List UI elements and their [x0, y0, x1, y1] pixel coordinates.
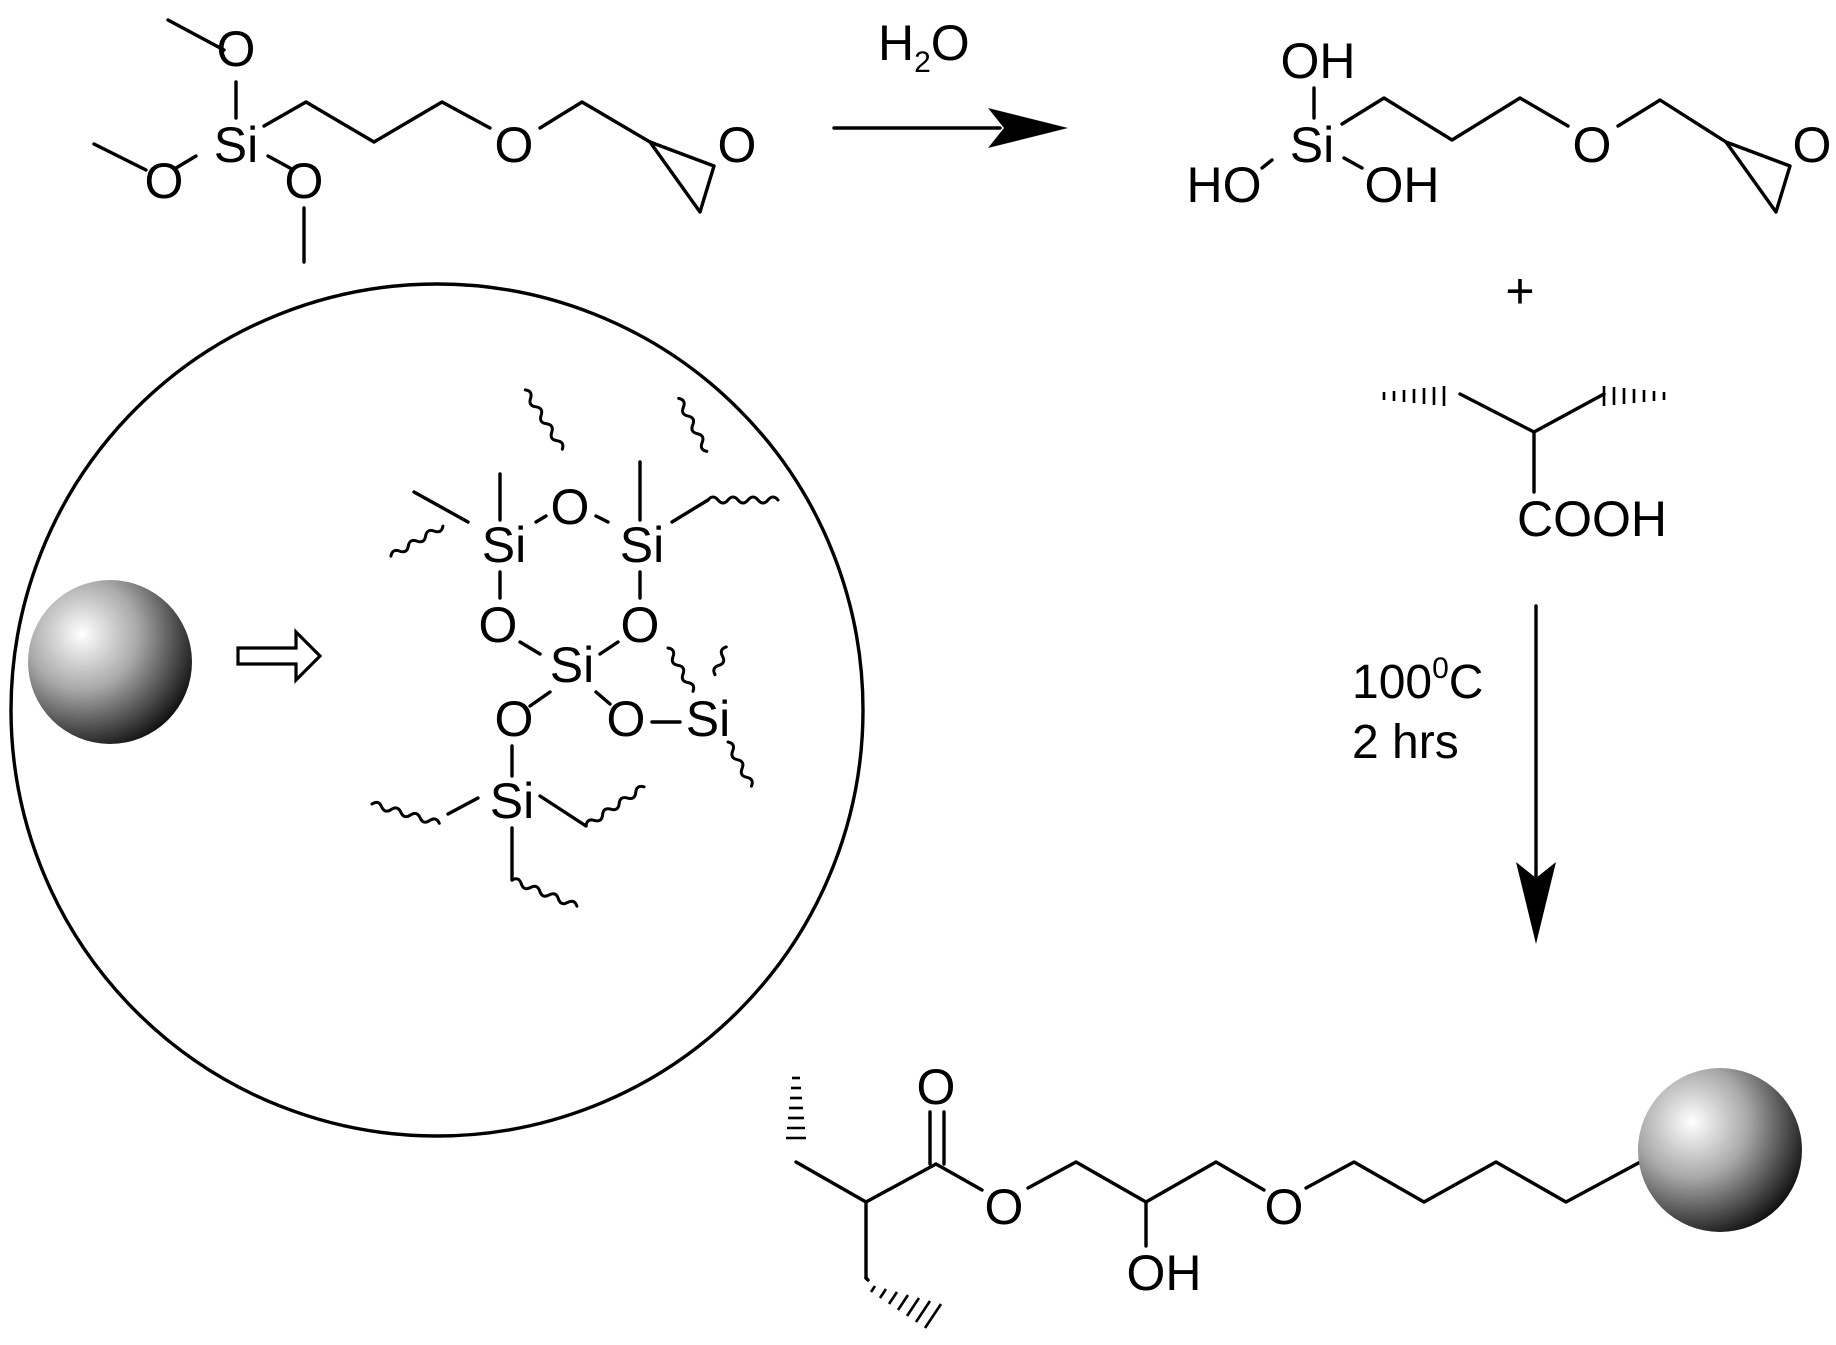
siloxane-network: Si Si Si Si Si O O O O O — [370, 388, 780, 908]
si-atom: Si — [620, 517, 664, 573]
ester-o-atom: O — [985, 1179, 1024, 1235]
ether-o-atom: O — [1265, 1179, 1304, 1235]
plus-sign: + — [1505, 263, 1534, 319]
cooh-group: COOH — [1517, 491, 1667, 547]
o-atom: O — [285, 153, 324, 209]
functionalized-nanoparticle-product: O O OH O — [786, 1059, 1802, 1329]
si-atom: Si — [686, 691, 730, 747]
silica-nanoparticle — [28, 580, 192, 744]
o-atom: O — [1573, 117, 1612, 173]
conditions-arrow — [1516, 604, 1556, 944]
o-atom: O — [621, 597, 660, 653]
zoom-circle — [9, 282, 865, 1138]
oh-group: OH — [1365, 157, 1440, 213]
si-atom: Si — [1290, 117, 1334, 173]
silica-nanoparticle — [1638, 1068, 1802, 1232]
epoxide-o-atom: O — [1793, 117, 1832, 173]
temperature-label: 1000C — [1352, 652, 1483, 709]
o-atom: O — [551, 479, 590, 535]
oh-group: OH — [1281, 33, 1356, 89]
o-atom: O — [217, 21, 256, 77]
hydroxyl-group: OH — [1127, 1245, 1202, 1301]
si-atom: Si — [550, 637, 594, 693]
si-atom: Si — [490, 773, 534, 829]
time-label: 2 hrs — [1352, 716, 1459, 769]
water-label: H2O — [878, 15, 970, 79]
ho-group: HO — [1187, 157, 1262, 213]
o-atom: O — [495, 691, 534, 747]
si-atom: Si — [214, 117, 258, 173]
carbonyl-o-atom: O — [917, 1059, 956, 1115]
o-atom: O — [495, 117, 534, 173]
hydrolysis-arrow — [832, 108, 1068, 148]
o-atom: O — [607, 691, 646, 747]
isobutyric-acid: COOH — [1382, 386, 1667, 547]
si-atom: Si — [482, 517, 526, 573]
silanetriol-intermediate: OH Si HO OH O O — [1187, 33, 1832, 214]
o-atom: O — [145, 153, 184, 209]
hollow-arrow — [236, 628, 323, 684]
o-atom: O — [479, 597, 518, 653]
trimethoxysilane-reactant: O Si O O O O — [92, 18, 757, 264]
epoxide-o-atom: O — [718, 117, 757, 173]
